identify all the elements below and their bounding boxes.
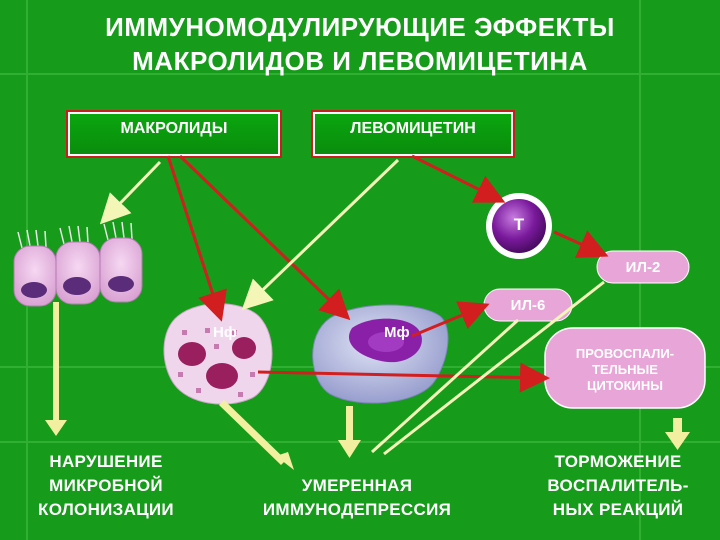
arrow-neutrophil-to-cytokines <box>257 362 550 393</box>
proinflammatory-label: ПРОВОСПАЛИ- ТЕЛЬНЫЕ ЦИТОКИНЫ <box>545 346 705 394</box>
arrow-macrophage-to-il6 <box>411 301 490 338</box>
outcome-colonization: НАРУШЕНИЕ МИКРОБНОЙ КОЛОНИЗАЦИИ <box>18 450 194 522</box>
title-line-1: ИММУНОМОДУЛИРУЮЩИЕ ЭФФЕКТЫ <box>105 12 615 42</box>
outcome-left-line-3: КОЛОНИЗАЦИИ <box>38 500 174 519</box>
il2-label: ИЛ-2 <box>625 259 661 276</box>
neutrophil-cell-icon <box>163 303 273 405</box>
outcome-immunodepression: УМЕРЕННАЯ ИММУНОДЕПРЕССИЯ <box>232 474 482 522</box>
outcome-left-line-2: МИКРОБНОЙ <box>49 476 163 495</box>
arrow-down-epithelium <box>45 302 67 436</box>
il6-label: ИЛ-6 <box>510 297 546 314</box>
arrow-t-cell-to-il2 <box>553 230 609 258</box>
arrow-levomycetin-to-neutrophil <box>241 158 400 311</box>
arrow-down-cytokines <box>665 418 690 450</box>
proinflammatory-line-2: ТЕЛЬНЫЕ <box>592 362 658 377</box>
arrow-down-neutrophil <box>219 400 294 470</box>
arrow-levomycetin-to-t-cell <box>411 154 506 203</box>
macrophage-label: Мф <box>384 324 410 341</box>
proinflammatory-line-1: ПРОВОСПАЛИ- <box>575 346 675 361</box>
outcome-center-line-2: ИММУНОДЕПРЕССИЯ <box>262 500 452 519</box>
outcome-right-line-2: ВОСПАЛИТЕЛЬ- <box>547 476 689 495</box>
t-cell-icon <box>486 193 552 259</box>
epithelial-cells-icon <box>13 221 143 307</box>
page-title: ИММУНОМОДУЛИРУЮЩИЕ ЭФФЕКТЫ МАКРОЛИДОВ И … <box>0 10 720 78</box>
line-il6-to-immunodepression <box>370 318 520 454</box>
arrow-macrolides-to-neutrophil <box>166 155 227 322</box>
outcome-right-line-3: НЫХ РЕАКЦИЙ <box>552 500 684 519</box>
title-line-2: МАКРОЛИДОВ И ЛЕВОМИЦЕТИНА <box>132 46 588 76</box>
outcome-center-line-1: УМЕРЕННАЯ <box>301 476 413 495</box>
proinflammatory-line-3: ЦИТОКИНЫ <box>587 378 663 393</box>
neutrophil-label: Нф <box>213 324 237 341</box>
outcome-inflammation-inhibition: ТОРМОЖЕНИЕ ВОСПАЛИТЕЛЬ- НЫХ РЕАКЦИЙ <box>528 450 708 522</box>
outcome-right-line-1: ТОРМОЖЕНИЕ <box>554 452 682 471</box>
arrow-macrolides-to-epithelium <box>99 160 162 225</box>
line-il2-to-immunodepression <box>383 280 605 456</box>
arrow-down-macrophage <box>338 406 361 458</box>
outcome-left-line-1: НАРУШЕНИЕ <box>49 452 163 471</box>
arrow-macrolides-to-macrophage <box>178 154 351 321</box>
levomycetin-box: ЛЕВОМИЦЕТИН <box>311 110 515 158</box>
macrophage-cell-icon <box>312 304 449 404</box>
il2-bubble <box>596 250 690 284</box>
macrolides-box: МАКРОЛИДЫ <box>66 110 282 158</box>
t-cell-label: Т <box>513 215 525 234</box>
